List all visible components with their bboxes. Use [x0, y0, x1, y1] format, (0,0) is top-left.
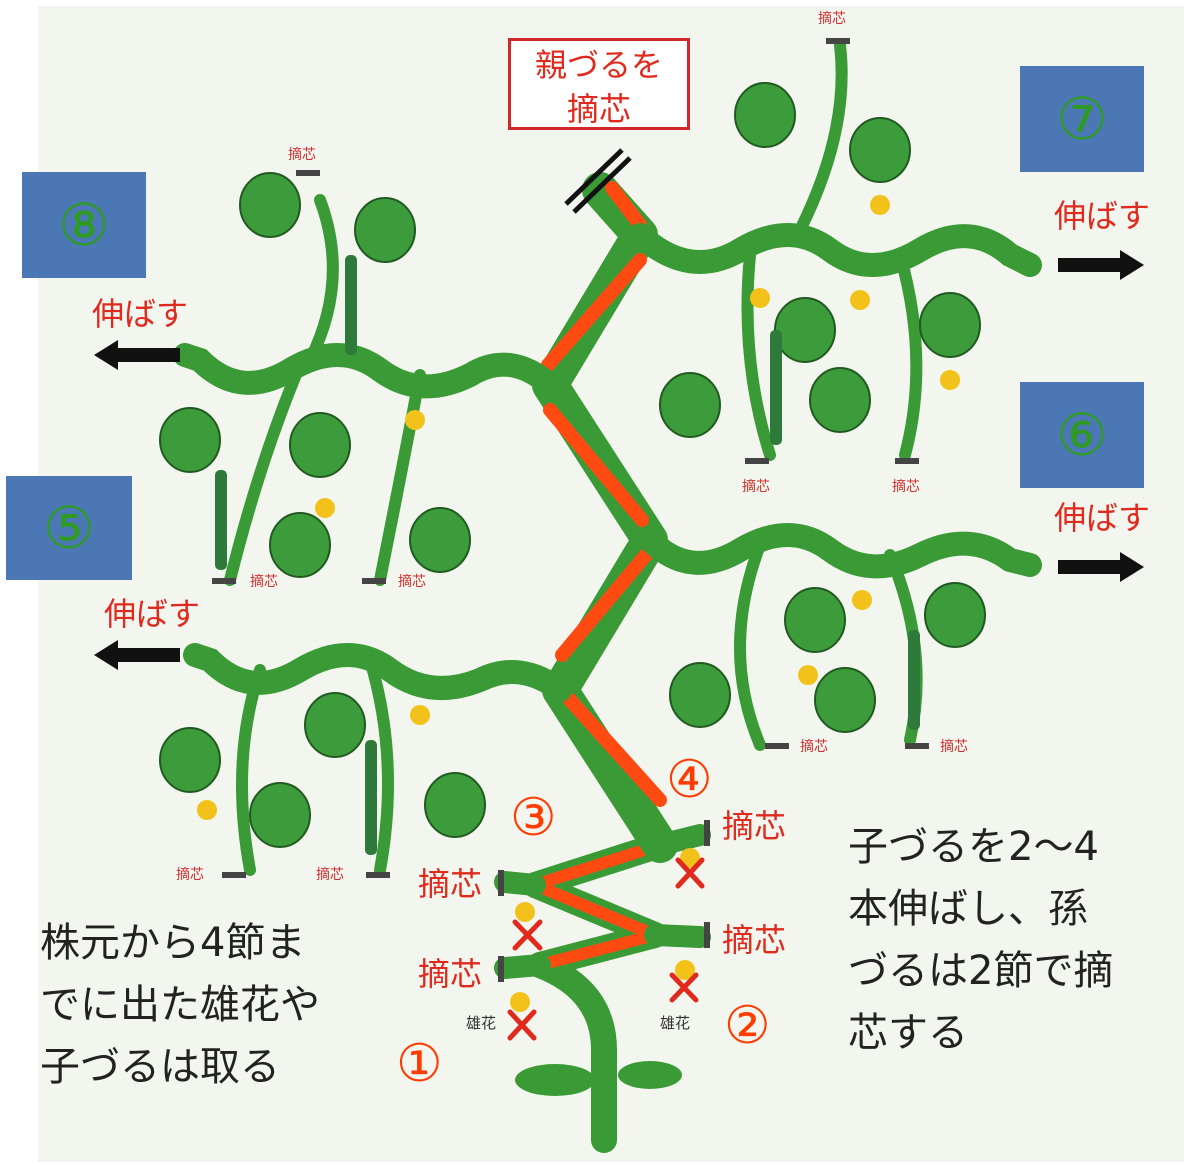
stub-mark-2	[704, 922, 710, 948]
flowers	[197, 195, 960, 1012]
top-cut-mark	[564, 148, 632, 214]
stub-3	[494, 871, 546, 896]
pinch-main-vine-box: 親づるを 摘芯	[508, 38, 690, 130]
region-number-5: ⑤	[6, 476, 132, 580]
male-flower-label-left: 雄花	[466, 1014, 497, 1032]
node-number-2: ②	[724, 996, 771, 1056]
arrows	[94, 250, 1144, 670]
small-pinch-label: 摘芯	[940, 739, 968, 755]
pinch-label-2: 摘芯	[722, 921, 787, 959]
stub-mark-4	[704, 820, 710, 846]
extend-label-5: 伸ばす	[104, 595, 201, 633]
right-note-line: 本伸ばし、孫	[848, 886, 1088, 932]
small-pinch-label: 摘芯	[398, 574, 426, 590]
right-note-line: 子づるを2〜4	[848, 824, 1099, 870]
pinch-label-4: 摘芯	[722, 807, 787, 845]
right-note: 子づるを2〜4 本伸ばし、孫づるは2節で摘芯する	[848, 816, 1113, 1064]
stub-mark-3	[498, 870, 504, 896]
pinch-label-3: 摘芯	[418, 865, 483, 903]
small-pinch-label: 摘芯	[742, 479, 770, 495]
node-number-4: ④	[666, 750, 713, 810]
small-pinch-label: 摘芯	[250, 574, 278, 590]
small-pinch-label: 摘芯	[316, 867, 344, 883]
remove-marks	[507, 857, 705, 1041]
main-stem-base	[527, 952, 617, 1153]
region-number-8: ⑧	[22, 172, 146, 278]
extend-label-6: 伸ばす	[1054, 499, 1151, 537]
node-number-1: ①	[396, 1034, 443, 1094]
male-flower-label-right: 雄花	[660, 1014, 691, 1032]
main-stem-red	[541, 181, 667, 807]
seed-leaf-right	[618, 1061, 682, 1089]
small-pinch-label: 摘芯	[176, 867, 204, 883]
left-note-line: 株元から4節ま	[40, 920, 306, 966]
branch-6	[638, 523, 1042, 579]
small-pinch-label: 摘芯	[892, 479, 920, 495]
region-number-7: ⑦	[1020, 66, 1144, 172]
small-pinch-label: 摘芯	[288, 147, 316, 163]
right-note-line: 芯する	[848, 1010, 968, 1056]
small-pinch-label: 摘芯	[818, 11, 846, 27]
top-box-line2: 摘芯	[566, 90, 631, 128]
cucumbers	[215, 255, 920, 855]
right-note-line: づるは2節で摘	[848, 948, 1114, 994]
stub-mark-1	[498, 956, 504, 982]
left-note: 株元から4節までに出た雄花や子づるは取る	[40, 912, 320, 1098]
left-note-line: でに出た雄花や	[40, 982, 320, 1028]
seed-leaf-left	[515, 1064, 595, 1096]
region-number-6: ⑥	[1020, 382, 1144, 488]
stub-1	[494, 954, 551, 979]
leaves	[159, 82, 986, 848]
pinch-label-1: 摘芯	[418, 955, 483, 993]
zigzag-red	[529, 839, 666, 971]
stub-2	[644, 924, 711, 948]
left-note-line: 子づるは取る	[40, 1044, 280, 1090]
branch-7	[628, 223, 1042, 277]
top-box-line1: 親づるを	[534, 46, 663, 84]
node-number-3: ③	[510, 788, 557, 848]
extend-label-7: 伸ばす	[1054, 197, 1151, 235]
small-pinch-label: 摘芯	[800, 739, 828, 755]
pinch-ticks	[212, 38, 929, 878]
branch-8	[173, 343, 562, 399]
sub-vines	[224, 39, 923, 876]
extend-label-8: 伸ばす	[92, 295, 189, 333]
